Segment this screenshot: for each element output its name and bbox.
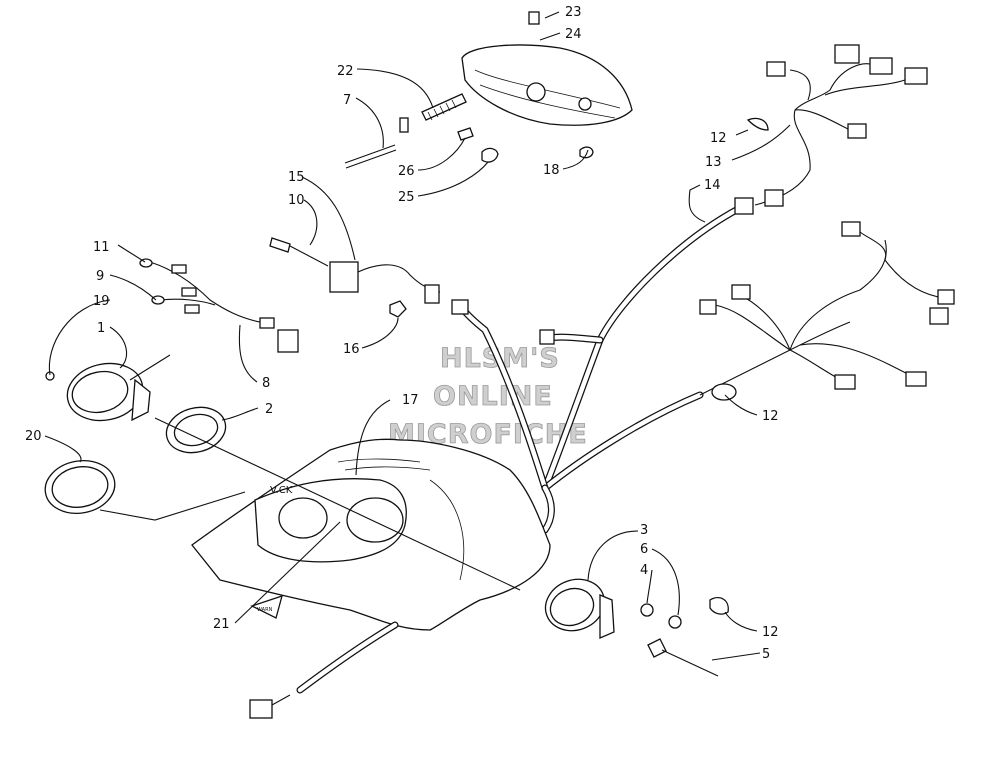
callout-19: 19	[93, 294, 110, 309]
callout-16: 16	[343, 342, 360, 357]
callout-25: 25	[398, 190, 415, 205]
callout-6: 6	[640, 542, 648, 557]
gauge-ring	[165, 406, 227, 454]
main-harness	[451, 197, 754, 534]
dash-console: V.CK	[191, 438, 551, 631]
callout-1: 1	[97, 321, 105, 336]
callout-12-upper: 12	[710, 131, 727, 146]
lower-harness	[249, 621, 399, 719]
callout-20: 20	[25, 429, 42, 444]
leader-lines	[44, 11, 791, 661]
warning-decal-text: WARN	[257, 607, 273, 613]
callout-24: 24	[565, 27, 582, 42]
callout-12-right: 12	[762, 409, 779, 424]
callout-11: 11	[93, 240, 110, 255]
callout-22: 22	[337, 64, 354, 79]
speedometer-gauge	[45, 362, 151, 422]
upper-harness	[746, 44, 928, 207]
callout-3: 3	[640, 523, 648, 538]
callout-12-lower: 12	[762, 625, 779, 640]
callout-26: 26	[398, 164, 415, 179]
callout-15: 15	[288, 170, 305, 185]
console-decal: V.CK	[270, 485, 293, 496]
watermark-line-2: ONLINE	[433, 381, 553, 412]
callout-14: 14	[704, 178, 721, 193]
callout-23: 23	[565, 5, 582, 20]
gauge-harness	[139, 258, 299, 353]
headlight-assembly	[461, 11, 633, 126]
callout-10: 10	[288, 193, 305, 208]
right-harness	[699, 221, 955, 401]
gauge-cover	[44, 460, 116, 514]
connector-block	[269, 237, 441, 318]
callout-8: 8	[262, 376, 270, 391]
tachometer-gauge	[544, 578, 729, 677]
callout-18: 18	[543, 163, 560, 178]
callout-4: 4	[640, 563, 648, 578]
callout-13: 13	[705, 155, 722, 170]
callout-2: 2	[265, 402, 273, 417]
callout-9: 9	[96, 269, 104, 284]
callout-21: 21	[213, 617, 230, 632]
callout-7: 7	[343, 93, 351, 108]
warning-decal: WARN	[250, 594, 283, 619]
adjuster-screw	[344, 93, 594, 169]
callout-labels: 23 24 22 7 26 25 18 12 13 14 15 10 11 9 …	[25, 5, 779, 662]
callout-5: 5	[762, 647, 770, 662]
callout-17: 17	[402, 393, 419, 408]
